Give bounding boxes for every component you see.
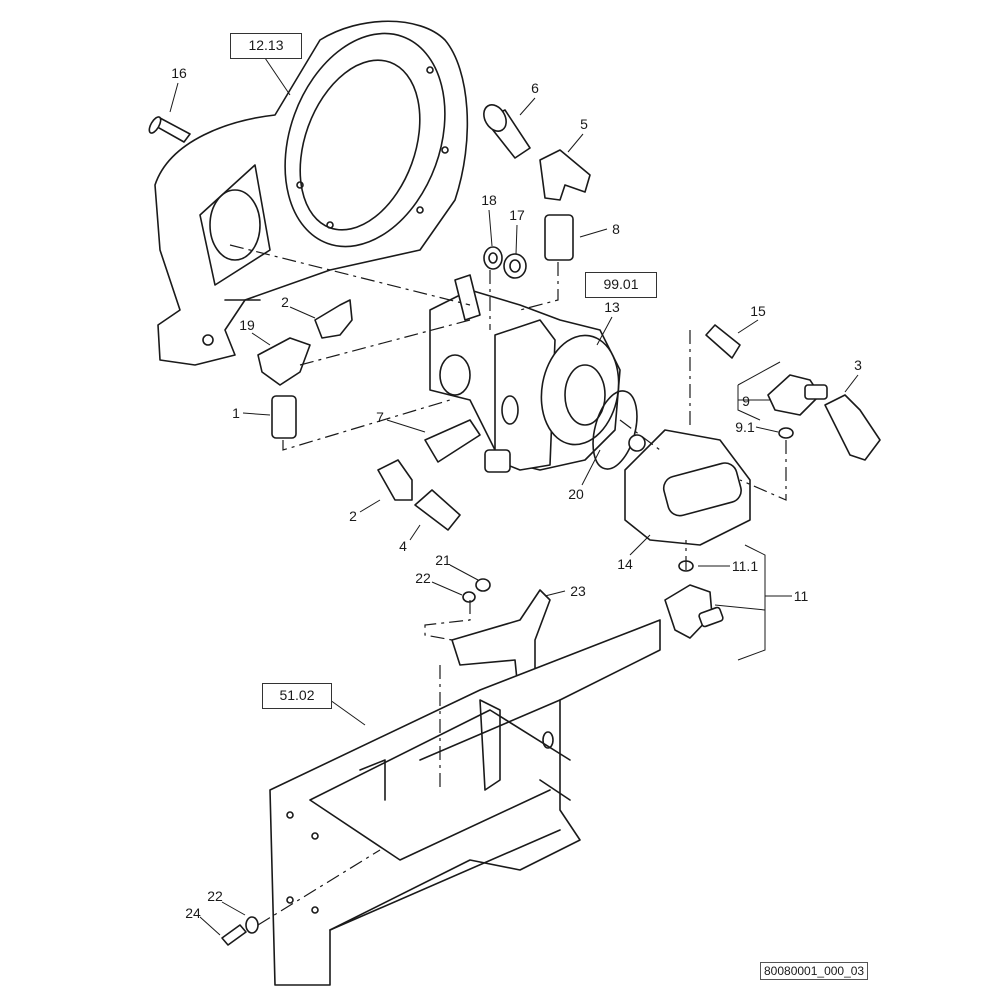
assembly-lines (229, 244, 787, 926)
drawing-id: 80080001_000_03 (760, 962, 869, 980)
callout-20: 20 (568, 486, 584, 502)
callout-22-top: 22 (415, 570, 431, 586)
washer-18 (483, 246, 503, 270)
callout-11: 11 (793, 588, 809, 604)
housing-part (154, 20, 469, 366)
block-11 (664, 584, 724, 639)
callout-19: 19 (239, 317, 255, 333)
elbow-2-bottom (377, 459, 413, 501)
callout-3: 3 (854, 357, 862, 373)
block-9 (767, 374, 828, 416)
tee-19 (257, 337, 311, 386)
adapter-8 (544, 214, 574, 261)
callout-18: 18 (481, 192, 497, 208)
callout-2-bottom: 2 (349, 508, 357, 524)
washer-21 (475, 578, 491, 592)
callout-1: 1 (232, 405, 240, 421)
frame-part (269, 619, 661, 986)
callout-8: 8 (612, 221, 620, 237)
callout-9: 9 (742, 393, 750, 409)
reference-box-frame[interactable]: 51.02 (262, 683, 332, 709)
bolt-16 (148, 116, 191, 143)
callout-2-top: 2 (281, 294, 289, 310)
callout-16: 16 (171, 65, 187, 81)
callout-11-1: 11.1 (731, 558, 759, 574)
callout-7: 7 (376, 409, 384, 425)
callout-23: 23 (570, 583, 586, 599)
adapter-4 (414, 489, 461, 531)
callout-13: 13 (604, 299, 620, 315)
bolt-15 (705, 324, 741, 359)
elbow-3 (824, 394, 881, 461)
callout-14: 14 (617, 556, 633, 572)
nut-17 (503, 253, 527, 279)
reference-box-housing[interactable]: 12.13 (230, 33, 302, 59)
callout-24: 24 (185, 905, 201, 921)
callout-21: 21 (435, 552, 451, 568)
washer-22-bottom (245, 916, 259, 934)
bolt-24 (221, 924, 247, 946)
fitting-6 (483, 104, 531, 159)
washer-22 (462, 591, 476, 603)
callout-4: 4 (399, 538, 407, 554)
callout-6: 6 (531, 80, 539, 96)
adapter-7 (424, 419, 481, 463)
callout-15: 15 (750, 303, 766, 319)
pump-14 (624, 429, 751, 546)
reference-box-pump-group[interactable]: 99.01 (585, 272, 657, 298)
oring-9-1 (778, 427, 794, 439)
callout-22-bottom: 22 (207, 888, 223, 904)
callout-17: 17 (509, 207, 525, 223)
callout-9-1: 9.1 (735, 419, 755, 435)
adapter-1 (271, 395, 297, 439)
callout-leaders (169, 57, 859, 936)
pump-13 (429, 274, 621, 473)
elbow-2-top (314, 299, 353, 339)
tee-5 (539, 149, 591, 201)
bracket-23 (451, 589, 551, 691)
callout-5: 5 (580, 116, 588, 132)
